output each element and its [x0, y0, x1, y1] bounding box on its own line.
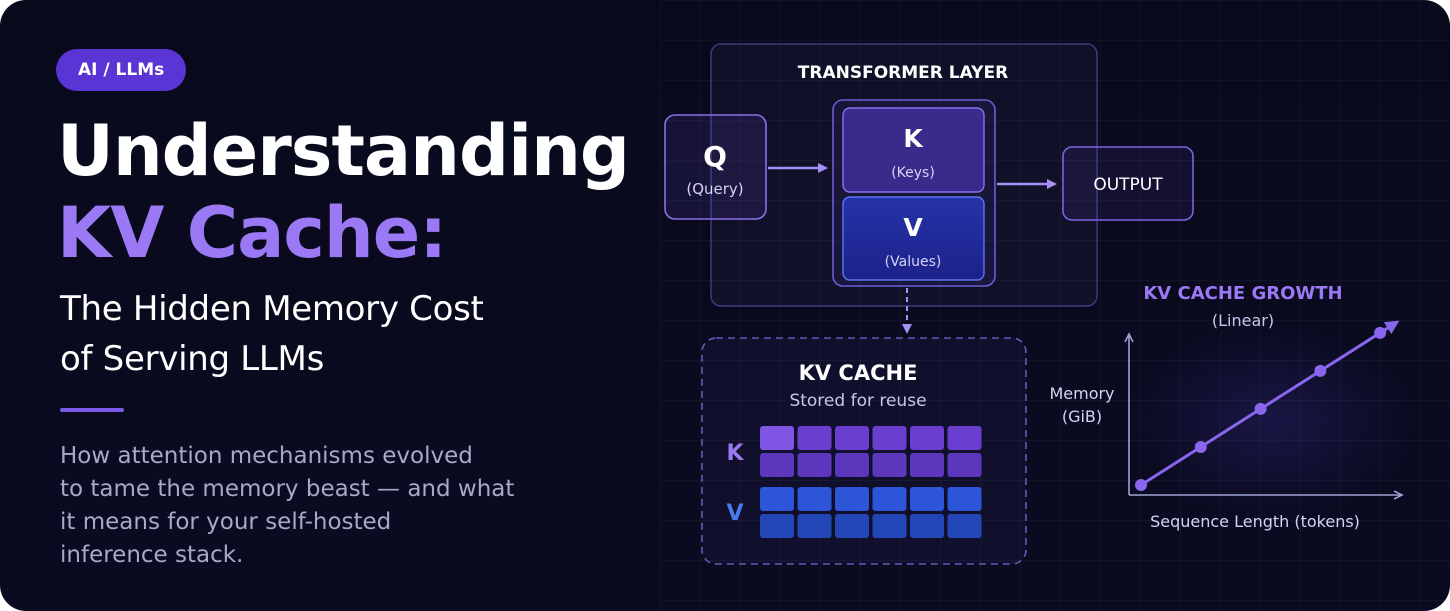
cache-cell-k [910, 453, 944, 477]
keys-label: (Keys) [891, 165, 935, 181]
cache-cell-k [872, 426, 907, 450]
cache-cell-k [797, 453, 832, 477]
query-letter: Q [703, 140, 727, 173]
chart-ylabel-line-1: Memory [1049, 384, 1114, 403]
query-box [664, 114, 767, 220]
chart-glow [1120, 320, 1420, 520]
transformer-layer-title: TRANSFORMER LAYER [798, 63, 1008, 83]
cache-cell-v [797, 514, 832, 538]
keys-letter: K [903, 124, 924, 153]
cache-cell-v [947, 514, 982, 538]
cache-cell-k [760, 453, 794, 477]
cache-k-label: K [726, 441, 744, 466]
values-box [842, 196, 985, 281]
cache-cell-k [797, 426, 832, 450]
description-line-2: to tame the memory beast — and what [60, 476, 515, 502]
cache-cell-k [760, 426, 794, 450]
chart-ylabel-line-2: (GiB) [1062, 407, 1102, 426]
subheadline-line-2: of Serving LLMs [60, 339, 324, 379]
cache-cell-v [872, 514, 907, 538]
cache-v-label: V [726, 501, 743, 526]
description-line-1: How attention mechanisms evolved [60, 443, 473, 469]
headline-line-2: KV Cache: [57, 192, 447, 274]
cache-cell-v [947, 487, 982, 511]
query-label: (Query) [686, 180, 743, 198]
cache-cell-v [835, 487, 869, 511]
cache-cell-v [760, 514, 794, 538]
kv-cache-title: KV CACHE [799, 361, 918, 385]
cache-cells [760, 426, 982, 538]
cache-cell-k [947, 426, 982, 450]
cache-cell-k [835, 426, 869, 450]
chart-series-line [1140, 320, 1400, 487]
chart-data-point [1314, 364, 1327, 377]
chart-series-group [1135, 320, 1400, 491]
cache-cell-k [947, 453, 982, 477]
chart-data-point [1194, 440, 1207, 453]
cache-cell-k [835, 453, 869, 477]
output-box [1062, 146, 1194, 221]
chart-xlabel: Sequence Length (tokens) [1150, 512, 1360, 531]
chart-subtitle: (Linear) [1212, 311, 1274, 330]
cache-cell-v [760, 487, 794, 511]
description-line-3: it means for your self-hosted [60, 509, 392, 535]
cache-cell-k [910, 426, 944, 450]
values-letter: V [903, 213, 923, 242]
cache-cell-v [797, 487, 832, 511]
chart-data-point [1135, 479, 1147, 491]
keys-box [842, 107, 985, 193]
chart-data-point [1254, 402, 1267, 415]
output-label: OUTPUT [1093, 175, 1163, 195]
cache-cell-v [872, 487, 907, 511]
values-label: (Values) [885, 254, 942, 270]
chart-title: KV CACHE GROWTH [1143, 283, 1342, 304]
kv-cache-subtitle: Stored for reuse [789, 391, 926, 411]
chart-data-point [1374, 326, 1387, 339]
cache-cell-v [835, 514, 869, 538]
subheadline-line-1: The Hidden Memory Cost [60, 289, 484, 329]
accent-divider [60, 408, 124, 412]
headline-line-1: Understanding [57, 110, 630, 192]
cache-cell-v [910, 487, 944, 511]
description-line-4: inference stack. [60, 542, 244, 568]
cache-cell-v [910, 514, 944, 538]
cache-cell-k [872, 453, 907, 477]
category-badge[interactable]: AI / LLMs [56, 49, 187, 91]
